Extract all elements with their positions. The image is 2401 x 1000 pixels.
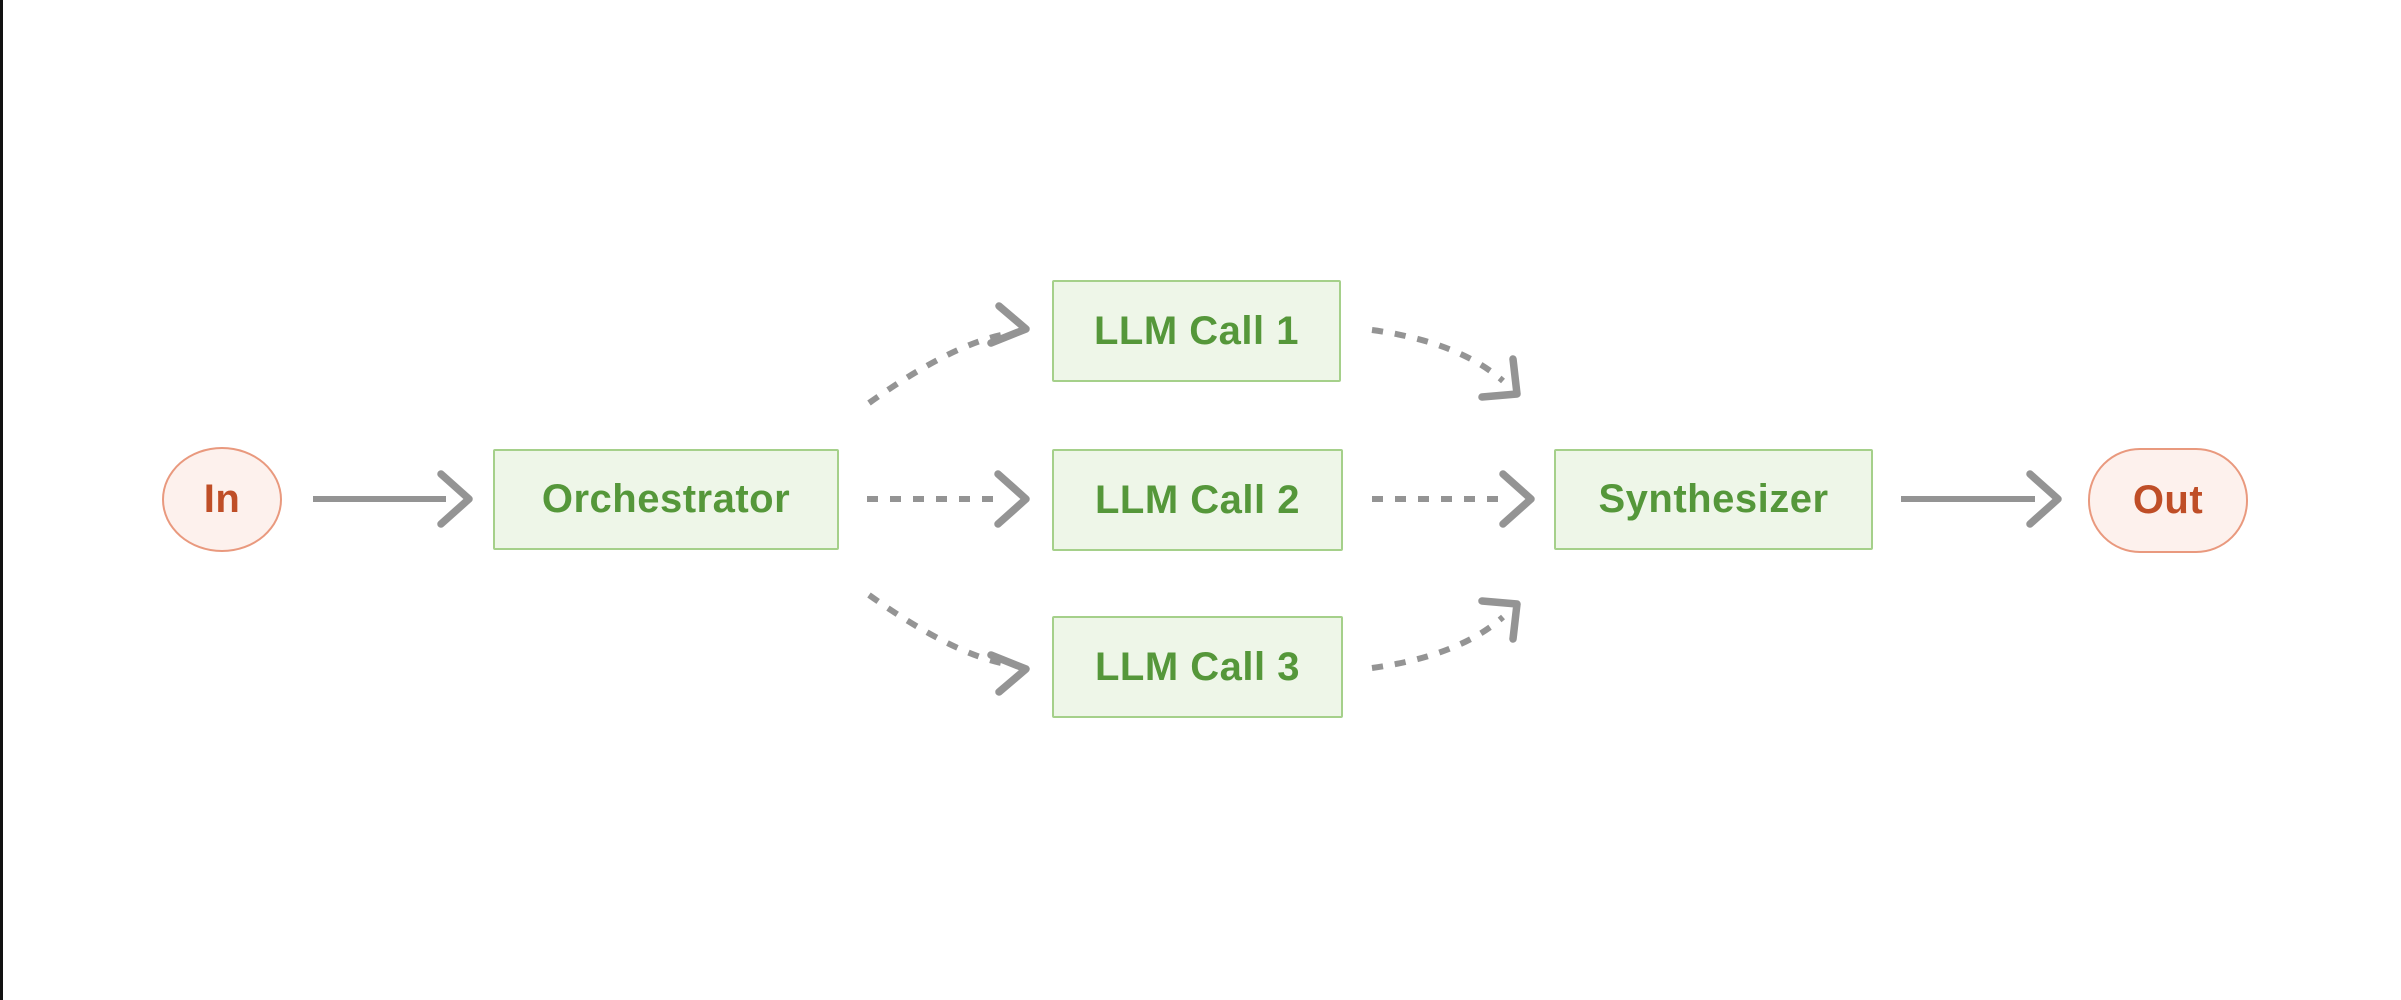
edge-orchestrator-llm3 bbox=[867, 592, 1030, 696]
node-out: Out bbox=[2088, 448, 2248, 553]
edge-llm3-synthesizer bbox=[1371, 597, 1521, 671]
node-orchestrator-label: Orchestrator bbox=[541, 477, 791, 521]
edge-in-orchestrator bbox=[313, 470, 473, 528]
node-llm-call-2-label: LLM Call 2 bbox=[1094, 477, 1301, 522]
edge-llm1-synthesizer bbox=[1371, 327, 1521, 401]
edge-llm2-synthesizer bbox=[1372, 470, 1535, 528]
node-orchestrator: Orchestrator bbox=[493, 449, 839, 550]
node-synthesizer: Synthesizer bbox=[1554, 449, 1873, 550]
node-llm-call-1-label: LLM Call 1 bbox=[1093, 308, 1300, 353]
node-llm-call-3: LLM Call 3 bbox=[1052, 616, 1343, 718]
edge-synthesizer-out bbox=[1901, 470, 2062, 528]
node-synthesizer-label: Synthesizer bbox=[1598, 477, 1829, 521]
edge-orchestrator-llm2 bbox=[867, 470, 1030, 528]
node-llm-call-3-label: LLM Call 3 bbox=[1094, 644, 1301, 689]
left-edge-border bbox=[0, 0, 3, 1000]
edge-orchestrator-llm1 bbox=[867, 302, 1030, 406]
node-in-label: In bbox=[203, 477, 241, 521]
node-llm-call-1: LLM Call 1 bbox=[1052, 280, 1341, 382]
node-llm-call-2: LLM Call 2 bbox=[1052, 449, 1343, 551]
node-in: In bbox=[162, 447, 282, 552]
node-out-label: Out bbox=[2132, 478, 2204, 522]
